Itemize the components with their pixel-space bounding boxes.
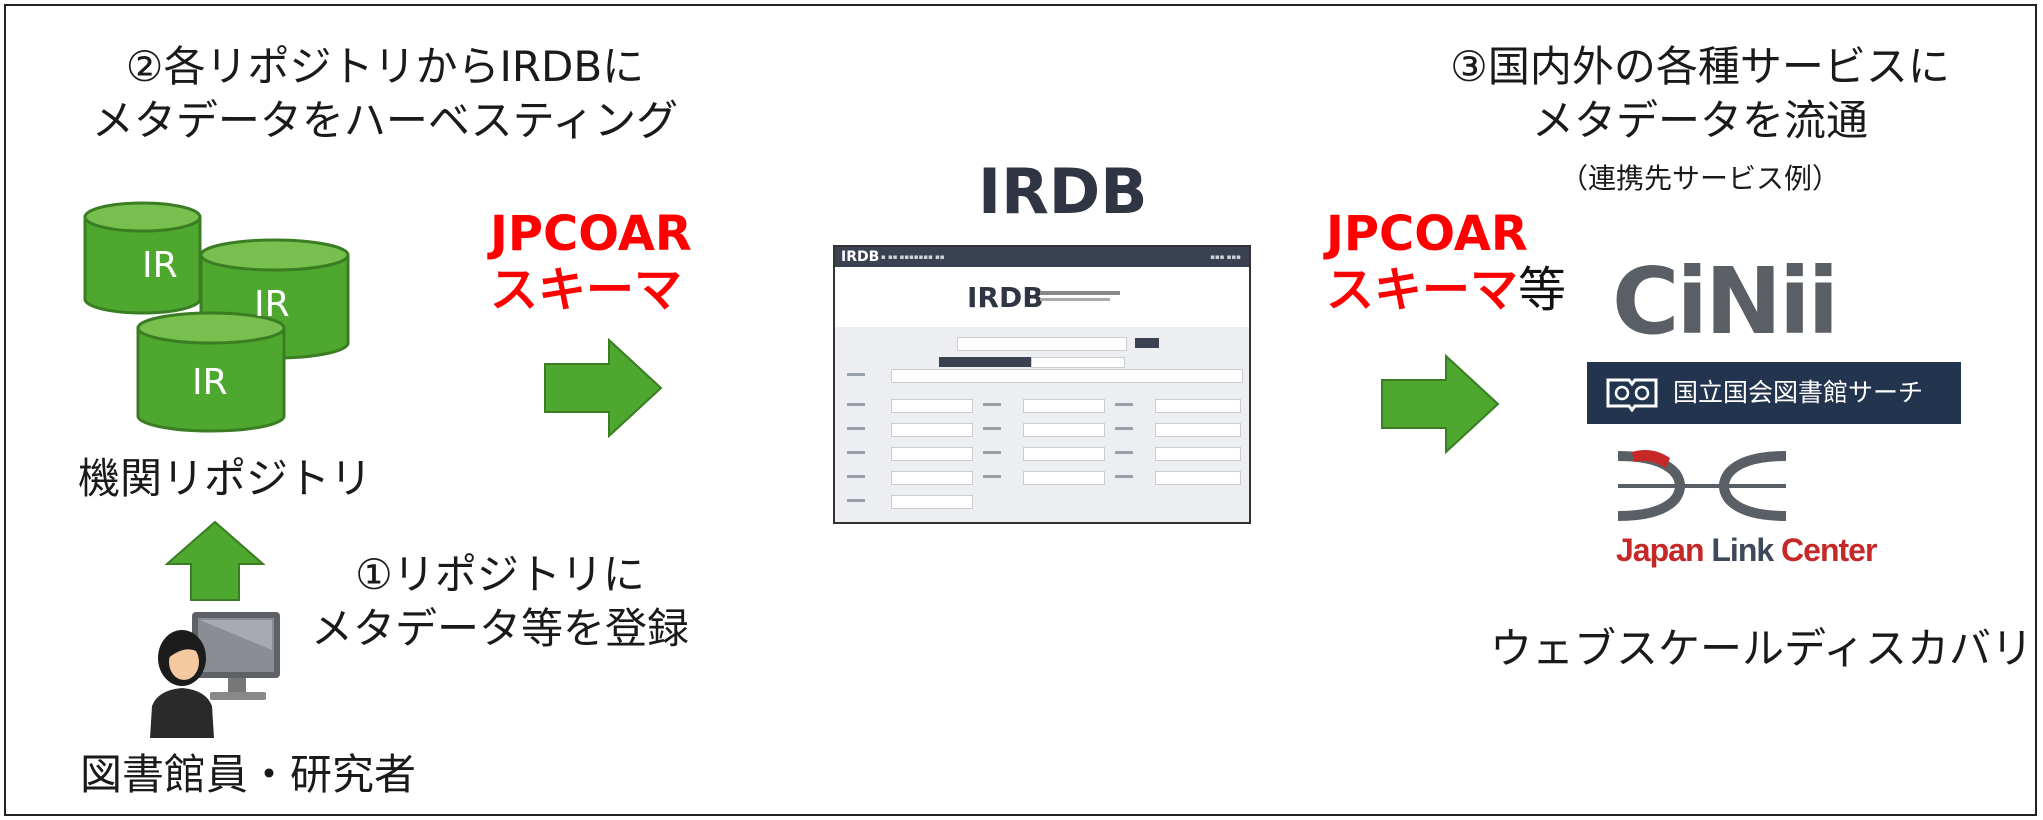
schema-left-line2: スキーマ (490, 262, 683, 318)
services-note: （連携先サービス例） (1559, 162, 1840, 195)
irdb-title: IRDB (978, 155, 1148, 228)
screenshot-field (1023, 423, 1105, 437)
screenshot-label (847, 499, 865, 502)
screenshot-label (1115, 451, 1133, 454)
ir-cylinder-3 (136, 311, 286, 433)
ir-cylinder-1 (83, 201, 202, 315)
step1-line1: ①リポジトリに (355, 550, 645, 599)
screenshot-field (1155, 447, 1241, 461)
screenshot-search-form (835, 327, 1249, 522)
discovery-label: ウェブスケールディスカバリ (1490, 624, 2034, 673)
screenshot-tab-active (939, 357, 1031, 367)
screenshot-field (891, 399, 973, 413)
screenshot-nav: ▪ ▪▪ ▪▪▪▪▪▪▪ ▪▪ (881, 253, 945, 261)
screenshot-field (891, 447, 973, 461)
step3-line2: メタデータを流通 (1531, 96, 1868, 145)
screenshot-tagline-2 (1040, 298, 1110, 301)
jlc-center: Center (1781, 532, 1877, 568)
right-arrow-icon-2 (1381, 354, 1500, 454)
screenshot-field (891, 369, 1243, 383)
screenshot-field (891, 423, 973, 437)
repository-cylinders-icon (83, 201, 350, 433)
schema-label-left: JPCOAR スキーマ (490, 206, 692, 318)
screenshot-header-right: ▪▪▪ ▪▪▪ (1210, 253, 1241, 261)
schema-right-line2: スキーマ (1326, 262, 1519, 318)
up-arrow-icon (165, 520, 265, 601)
step2-line2: メタデータをハーベスティング (91, 96, 679, 145)
screenshot-select (1023, 471, 1105, 485)
ir-label-3: IR (192, 362, 228, 403)
screenshot-field (1023, 399, 1105, 413)
screenshot-label (1115, 475, 1133, 478)
screenshot-logo-large: IRDB (967, 281, 1044, 314)
step2-caption: ②各リポジトリからIRDBに メタデータをハーベスティング (60, 40, 710, 148)
screenshot-search-button (1135, 338, 1159, 348)
librarian-user-icon (150, 612, 280, 738)
step3-caption: ③国内外の各種サービスに メタデータを流通 (1420, 40, 1980, 148)
step2-line1: ②各リポジトリからIRDBに (125, 42, 645, 91)
repository-label: 機関リポジトリ (78, 454, 373, 503)
jlc-link: Link (1703, 532, 1782, 568)
schema-left-line1: JPCOAR (490, 206, 692, 262)
schema-right-suffix: 等 (1518, 262, 1567, 318)
ndl-book-icon (1606, 378, 1658, 412)
ir-label-2: IR (254, 284, 290, 325)
japan-link-center-icon (1617, 450, 1787, 521)
schema-label-right: JPCOAR スキーマ等 (1326, 206, 1566, 318)
screenshot-label (847, 427, 865, 430)
screenshot-label (1115, 403, 1133, 406)
screenshot-select (1155, 471, 1241, 485)
screenshot-field (1155, 423, 1241, 437)
screenshot-logo-small: IRDB (841, 249, 880, 265)
step3-line1: ③国内外の各種サービスに (1450, 42, 1950, 91)
cinii-logo: CiNii (1612, 248, 1839, 355)
screenshot-label (983, 427, 1001, 430)
screenshot-label (983, 403, 1001, 406)
screenshot-label (983, 451, 1001, 454)
screenshot-label (847, 403, 865, 406)
step1-line2: メタデータ等を登録 (310, 604, 689, 653)
screenshot-label (1115, 427, 1133, 430)
screenshot-header: IRDB ▪ ▪▪ ▪▪▪▪▪▪▪ ▪▪ ▪▪▪ ▪▪▪ (835, 247, 1249, 267)
irdb-screenshot: IRDB ▪ ▪▪ ▪▪▪▪▪▪▪ ▪▪ ▪▪▪ ▪▪▪ IRDB (833, 245, 1251, 524)
ndl-search-logo: 国立国会図書館サーチ (1587, 362, 1961, 424)
ndl-search-text: 国立国会図書館サーチ (1673, 378, 1924, 407)
screenshot-field (891, 471, 973, 485)
user-label: 図書館員・研究者 (80, 750, 417, 799)
screenshot-hero: IRDB (835, 267, 1249, 327)
schema-right-line2-wrap: スキーマ等 (1326, 262, 1566, 318)
japan-link-center-text: Japan Link Center (1616, 532, 1877, 569)
screenshot-field (1023, 447, 1105, 461)
screenshot-field (891, 495, 973, 509)
step1-caption: ①リポジトリに メタデータ等を登録 (300, 548, 700, 656)
right-arrow-icon-1 (544, 338, 663, 438)
screenshot-label (847, 475, 865, 478)
screenshot-field (1155, 399, 1241, 413)
ir-label-1: IR (142, 245, 178, 286)
screenshot-search-input (957, 337, 1127, 351)
screenshot-label (847, 373, 865, 376)
diagram-frame (4, 4, 2037, 816)
screenshot-tagline (1040, 291, 1120, 295)
screenshot-tab-inactive (1031, 357, 1125, 368)
schema-right-line1: JPCOAR (1326, 206, 1528, 262)
screenshot-label (847, 451, 865, 454)
screenshot-label (983, 475, 1001, 478)
jlc-japan: Japan (1616, 532, 1704, 568)
